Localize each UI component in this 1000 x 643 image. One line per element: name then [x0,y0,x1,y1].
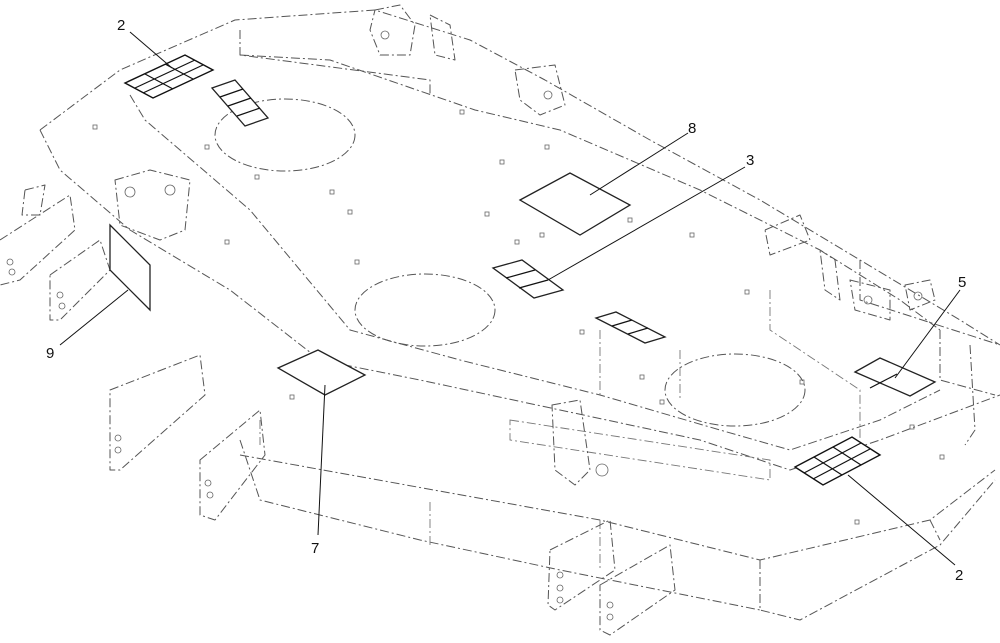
leader-9 [59,289,129,346]
front-brackets [547,399,676,636]
leader-8 [589,132,689,196]
spindle-holes [214,98,806,427]
decal-item-3 [491,259,565,299]
leader-3 [547,166,746,281]
callout-labels: 2 8 3 5 9 7 2 [46,17,966,584]
callout-5: 5 [958,274,966,291]
callout-9: 9 [46,345,54,362]
decal-item-9 [109,223,151,312]
leader-5 [894,289,961,379]
deck-bolt-holes [92,109,945,525]
decal-item-3-center [594,311,667,344]
callout-8: 8 [688,120,696,137]
callout-7: 7 [311,540,319,557]
left-brackets [0,169,266,521]
callout-2-bottom: 2 [955,567,963,584]
callout-2-top: 2 [117,17,125,34]
decal-item-8 [518,172,632,236]
rear-brackets [369,4,936,321]
decal-item-5 [853,357,937,397]
decal-item-2-bottom [793,436,882,486]
callout-3: 3 [746,152,754,169]
leader-2-top [129,31,173,69]
decal-item-7 [276,349,367,396]
deck-outline [39,9,1000,621]
leader-lines [59,31,961,566]
leader-7 [317,384,326,536]
decal-item-2-top [123,54,215,99]
leader-2-bottom [847,474,956,566]
decal-item-2-small [210,79,270,127]
